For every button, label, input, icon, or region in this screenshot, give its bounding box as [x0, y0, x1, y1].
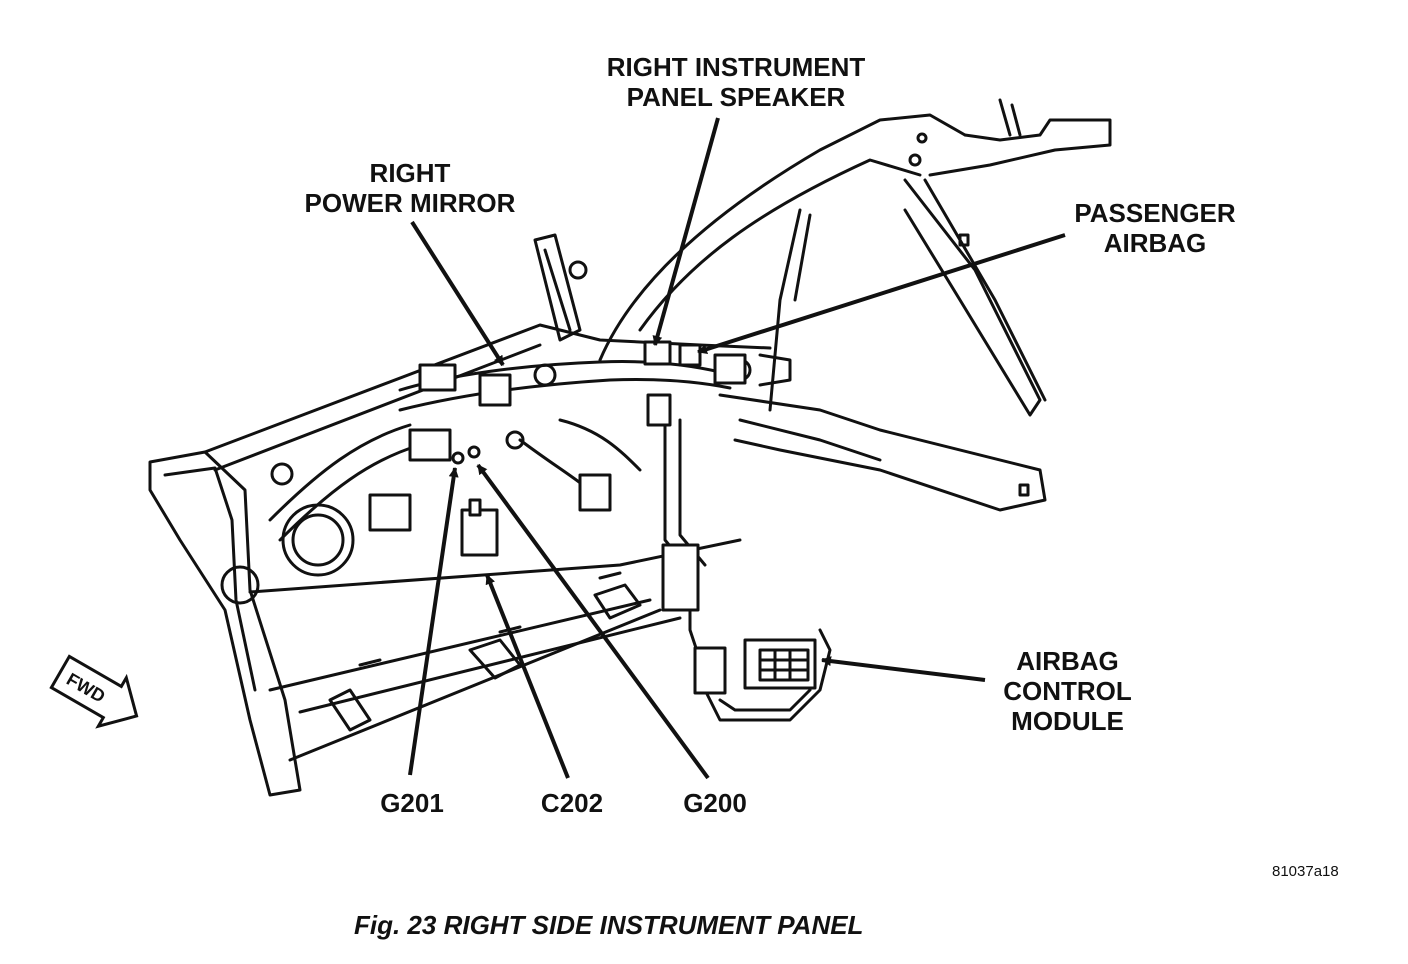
figure-code: 81037a18 [1272, 863, 1339, 880]
callout-g201: G201 [380, 788, 444, 818]
callout-mirror-line2: POWER MIRROR [304, 188, 516, 218]
callout-right-instrument-panel-speaker: RIGHT INSTRUMENT PANEL SPEAKER [576, 52, 896, 112]
leader-arrows [408, 117, 1066, 780]
callout-module-line2: CONTROL [1003, 676, 1132, 706]
callout-airbag-control-module: AIRBAG CONTROL MODULE [985, 646, 1150, 736]
arrow-right-power-mirror [410, 220, 505, 367]
arrow-g200 [476, 463, 710, 780]
panel-structure [148, 98, 1112, 797]
arrow-passenger-airbag [697, 233, 1066, 355]
callout-module-line1: AIRBAG [1016, 646, 1119, 676]
callout-c202: C202 [540, 788, 604, 818]
arrow-right-instrument-panel-speaker [652, 117, 720, 346]
callout-speaker-line2: PANEL SPEAKER [626, 82, 846, 112]
fwd-arrow: FWD [49, 654, 139, 729]
callout-passenger-airbag: PASSENGER AIRBAG [1050, 198, 1260, 258]
callout-g200: G200 [683, 788, 747, 818]
callout-airbag-line2: AIRBAG [1103, 228, 1207, 258]
callout-mirror-line1: RIGHT [369, 158, 451, 188]
callout-airbag-line1: PASSENGER [1074, 198, 1236, 228]
arrow-c202 [485, 574, 570, 779]
callout-module-line3: MODULE [1011, 706, 1124, 736]
callout-right-power-mirror: RIGHT POWER MIRROR [280, 158, 540, 218]
arrow-g201 [408, 467, 459, 776]
callout-speaker-line1: RIGHT INSTRUMENT [606, 52, 866, 82]
arrow-airbag-control-module [821, 656, 986, 682]
figure-caption: Fig. 23 RIGHT SIDE INSTRUMENT PANEL [354, 910, 864, 940]
